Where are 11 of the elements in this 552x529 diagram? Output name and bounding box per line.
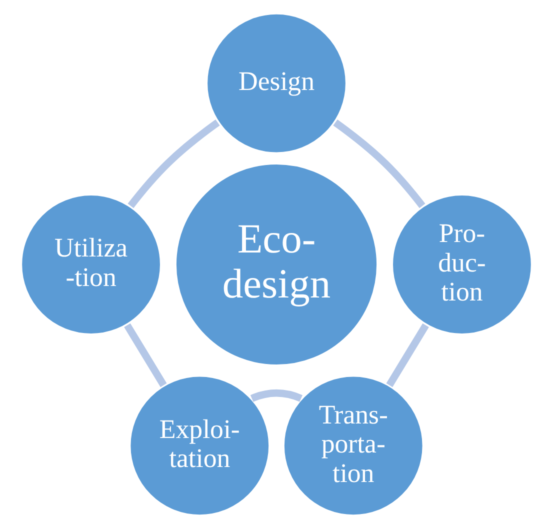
connector: [124, 323, 166, 388]
connector: [127, 120, 220, 208]
node-circle: Exploi- tation: [128, 374, 271, 518]
connector: [250, 389, 302, 402]
node-circle: Pro- duc- tion: [390, 193, 533, 336]
node-circle: Trans- porta- tion: [281, 374, 424, 518]
node-circle: Design: [204, 12, 348, 155]
node-circle: Utiliza -tion: [19, 193, 162, 336]
connector: [386, 323, 428, 388]
node-circle: Eco- design: [174, 162, 378, 367]
connector: [332, 120, 425, 208]
